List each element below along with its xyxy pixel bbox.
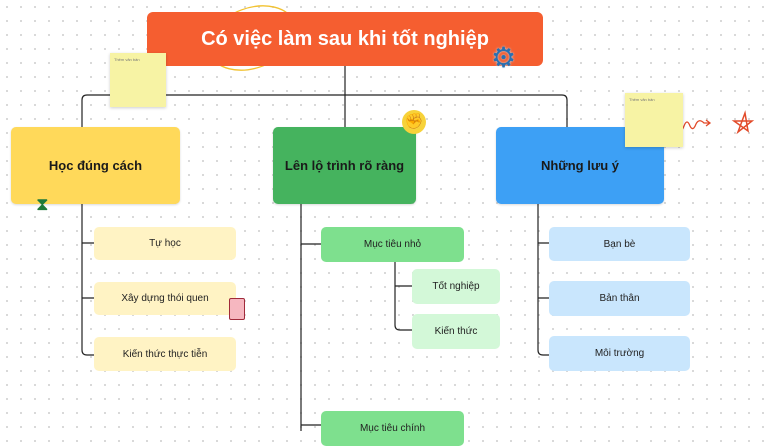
sticky-note[interactable]: Thêm văn bản: [625, 93, 683, 147]
node-ban-be[interactable]: Bạn bè: [549, 227, 690, 261]
node-tu-hoc[interactable]: Tự học: [94, 227, 236, 260]
branch-hoc-dung-cach[interactable]: Học đúng cách: [11, 127, 180, 204]
node-ban-than[interactable]: Bản thân: [549, 281, 690, 316]
fist-icon: ✊: [402, 110, 426, 134]
gear-icon: ⚙: [491, 42, 517, 73]
hourglass-icon: ⧗: [36, 194, 49, 214]
star-drawing: [731, 110, 755, 135]
node-muc-tieu-chinh[interactable]: Mục tiêu chính: [321, 411, 464, 446]
node-kien-thuc-thuc-tien[interactable]: Kiến thức thực tiễn: [94, 337, 236, 371]
sticky-note[interactable]: Thêm văn bản: [110, 53, 166, 107]
clipboard-icon: [229, 298, 245, 320]
node-moi-truong[interactable]: Môi trường: [549, 336, 690, 371]
node-muc-tieu-nho[interactable]: Mục tiêu nhỏ: [321, 227, 464, 262]
connector-lines: [81, 5, 755, 431]
node-kien-thuc[interactable]: Kiến thức: [412, 314, 500, 349]
node-xay-dung-thoi-quen[interactable]: Xây dựng thói quen: [94, 282, 236, 315]
title-node[interactable]: Có việc làm sau khi tốt nghiệp: [147, 12, 543, 66]
node-tot-nghiep[interactable]: Tốt nghiệp: [412, 269, 500, 304]
branch-len-lo-trinh[interactable]: Lên lộ trình rõ ràng: [273, 127, 416, 204]
